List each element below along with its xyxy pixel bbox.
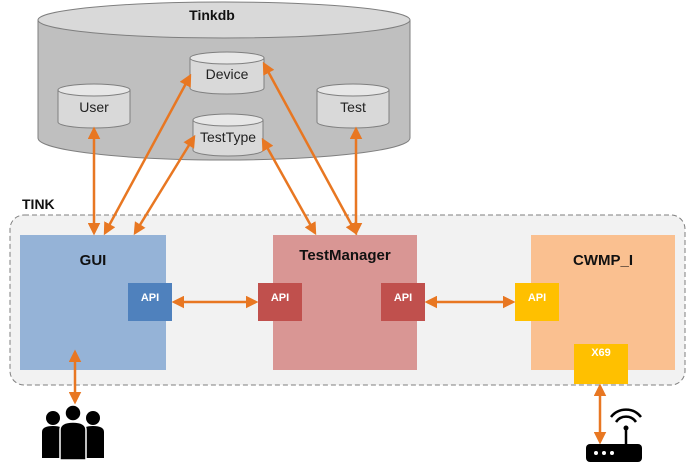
cwmp-x69-label: X69: [591, 347, 611, 359]
users-group-icon: [42, 404, 104, 461]
wifi-router-icon: [586, 408, 642, 462]
cwmp-x69-box: [574, 344, 628, 384]
gui-api-box: [128, 283, 172, 321]
cwmp-api-label: API: [527, 292, 547, 304]
cwmp-api-box: [515, 283, 559, 321]
table-label-testtype: TestType: [199, 129, 257, 145]
testmanager-api-right-label: API: [393, 292, 413, 304]
gui-api-label: API: [140, 292, 160, 304]
table-label-user: User: [79, 99, 109, 115]
arrow-testtype-testmanager: [261, 137, 317, 236]
testmanager-title: TestManager: [299, 247, 391, 264]
tink-system-title: TINK: [22, 196, 55, 212]
cwmp-title: CWMP_I: [573, 252, 633, 269]
table-label-device: Device: [205, 66, 249, 82]
database-title: Tinkdb: [189, 7, 235, 23]
table-label-test: Test: [340, 99, 366, 115]
gui-title: GUI: [79, 252, 107, 269]
testmanager-api-left-label: API: [270, 292, 290, 304]
testmanager-api-right-box: [381, 283, 425, 321]
connection-arrows: [68, 61, 607, 445]
arrow-testtype-gui: [133, 134, 196, 236]
testmanager-api-left-box: [258, 283, 302, 321]
